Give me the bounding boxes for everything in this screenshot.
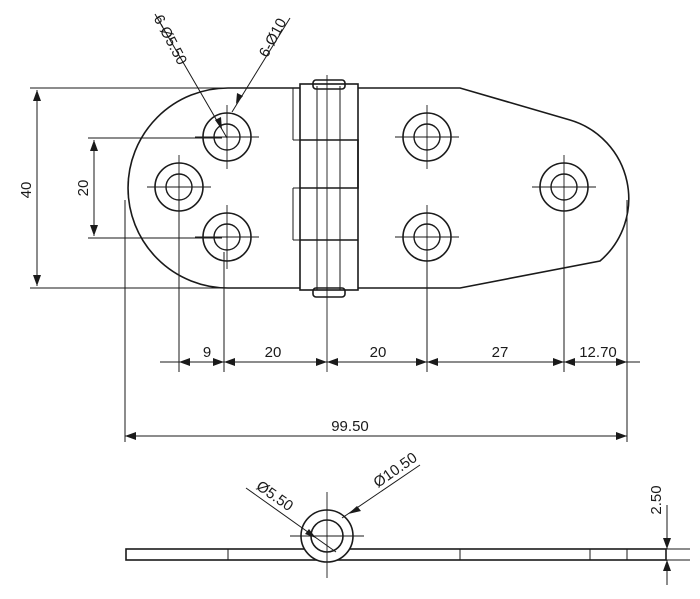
dim-hole-spacing-label: 20 [75,180,92,197]
right-leaf-outline [358,87,630,289]
dim-d2-label: 20 [265,344,282,361]
pin-top [312,79,346,90]
dim-d3-label: 20 [370,344,387,361]
dim-thickness-label: 2.50 [648,485,665,514]
hinge-side-view: Ø5.50 Ø10.50 2.50 [125,449,690,585]
dim-height-label: 40 [18,182,35,199]
left-leaf-outline [127,87,300,289]
knuckle-strip [299,83,359,291]
dim-d5-label: 12.70 [579,344,617,361]
mounting-holes [147,105,596,269]
pin-bottom [312,287,346,298]
mounting-hole [195,205,259,269]
mounting-hole [395,105,459,169]
dim-d1-label: 9 [203,344,211,361]
dim-overall-length-label: 99.50 [331,418,369,435]
countersink-callout-label: 6-Ø10 [256,15,291,60]
dim-d4-label: 27 [492,344,509,361]
dimension-lines [30,13,640,442]
mounting-hole [195,105,259,169]
side-view-plate [125,548,667,561]
pin-diameter-label: Ø5.50 [253,478,296,515]
hinge-plan-view [127,75,630,372]
hole-callout-label: 6-Ø5.50 [150,12,190,68]
knuckle-slot-upper [300,139,359,189]
